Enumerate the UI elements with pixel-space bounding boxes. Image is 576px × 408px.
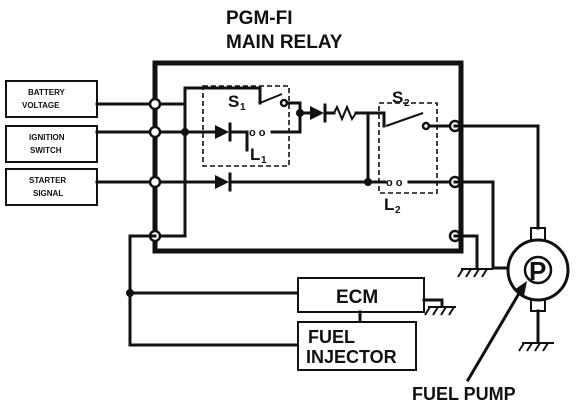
injector-label-line2: INJECTOR <box>306 347 397 367</box>
l1-sub: 1 <box>261 155 267 166</box>
s1-label: S <box>228 92 239 111</box>
l2-sub: 2 <box>395 205 401 216</box>
ecm-module: ECM <box>297 277 456 324</box>
s2-sub: 2 <box>404 98 410 109</box>
battery-voltage-label-line2: VOLTAGE <box>22 101 60 110</box>
input-wires <box>95 102 157 184</box>
relay-s2: S 2 o o L 2 <box>366 88 457 216</box>
ignition-switch-input: IGNITION SWITCH <box>5 125 98 163</box>
relay-s1: S 1 <box>202 85 290 167</box>
diagram-title-line1: PGM-FI <box>226 8 293 29</box>
l2-coil-mark: o o <box>386 177 403 189</box>
ecm-label: ECM <box>336 287 378 308</box>
relay-terminals <box>148 97 462 243</box>
ignition-switch-label-line1: IGNITION <box>29 133 65 142</box>
relay-ground <box>453 234 493 278</box>
battery-internal-wiring <box>153 86 262 106</box>
battery-voltage-input: BATTERY VOLTAGE <box>5 80 98 118</box>
starter-signal-input: STARTER SIGNAL <box>5 168 98 206</box>
l1-coil-mark: o o <box>249 127 266 139</box>
starter-internal-wiring <box>153 172 372 192</box>
fuel-injector: FUEL INJECTOR <box>297 321 417 371</box>
l2-label: L <box>384 195 394 214</box>
battery-voltage-label-line1: BATTERY <box>28 88 66 97</box>
s1-sub: 1 <box>240 102 246 113</box>
ignition-switch-label-line2: SWITCH <box>30 146 62 155</box>
injector-label-line1: FUEL <box>308 327 355 347</box>
starter-signal-label-line1: STARTER <box>29 176 66 185</box>
fuel-pump-callout: FUEL PUMP <box>412 281 527 404</box>
l1-label: L <box>250 145 260 164</box>
s2-label: S <box>392 88 403 107</box>
starter-signal-label-line2: SIGNAL <box>33 189 63 198</box>
pump-symbol: P <box>529 256 546 286</box>
ignition-internal-wiring: o o L 1 <box>153 102 304 238</box>
diagram-title-line2: MAIN RELAY <box>226 32 343 53</box>
main-relay-housing <box>152 60 464 254</box>
fuel-pump-label: FUEL PUMP <box>412 384 516 404</box>
